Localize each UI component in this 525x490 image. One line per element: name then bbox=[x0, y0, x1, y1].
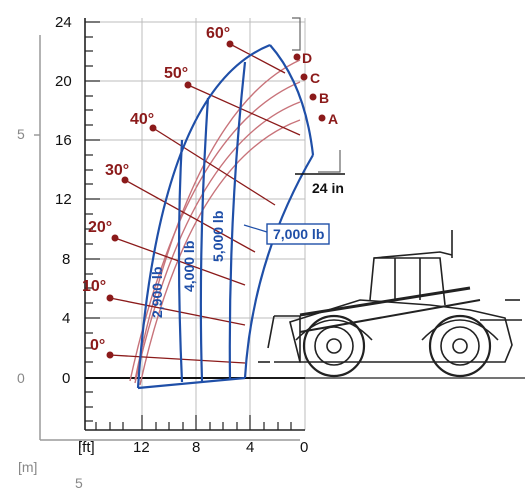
y-tick-4: 4 bbox=[62, 310, 70, 327]
angle-label-60: 60° bbox=[206, 25, 230, 42]
load-7000-box bbox=[266, 223, 330, 245]
x-unit-label: [ft] bbox=[78, 439, 95, 456]
x-tick-12: 12 bbox=[133, 439, 150, 456]
load-label-2900: 2,900 lb bbox=[149, 267, 165, 318]
load-label-5000: 5,000 lb bbox=[210, 211, 226, 262]
x-tick-8: 8 bbox=[192, 439, 200, 456]
angle-label-50: 50° bbox=[164, 65, 188, 82]
x-tick-0: 0 bbox=[300, 439, 308, 456]
angle-rays bbox=[109, 43, 301, 364]
y-tick-12: 12 bbox=[55, 191, 72, 208]
y-tick-16: 16 bbox=[55, 132, 72, 149]
x-minor-ticks bbox=[95, 415, 292, 430]
x-tick-4: 4 bbox=[246, 439, 254, 456]
y-minor-ticks bbox=[85, 21, 100, 422]
y-tick-8: 8 bbox=[62, 251, 70, 268]
metric-axis bbox=[34, 35, 300, 448]
fork-point-A: A bbox=[328, 111, 338, 127]
y-tick-0: 0 bbox=[62, 370, 70, 387]
load-7000-leader bbox=[243, 224, 268, 233]
load-label-4000: 4,000 lb bbox=[181, 241, 197, 292]
metric-y-tick-0: 0 bbox=[17, 370, 25, 386]
angle-ray-dots bbox=[106, 40, 234, 359]
metric-x-tick-5: 5 bbox=[75, 475, 83, 490]
angle-label-40: 40° bbox=[130, 111, 154, 128]
load-label-7000: 7,000 lb bbox=[273, 226, 324, 242]
telehandler-illustration bbox=[250, 230, 525, 379]
fork-offset-label: 24 in bbox=[312, 180, 344, 196]
main-axes bbox=[84, 18, 305, 431]
fork-point-dots bbox=[293, 53, 326, 122]
y-tick-24: 24 bbox=[55, 14, 72, 31]
angle-label-20: 20° bbox=[88, 219, 112, 236]
y-tick-20: 20 bbox=[55, 73, 72, 90]
metric-y-tick-5: 5 bbox=[17, 126, 25, 142]
angle-label-10: 10° bbox=[82, 278, 106, 295]
fork-point-B: B bbox=[319, 90, 329, 106]
angle-label-30: 30° bbox=[105, 162, 129, 179]
fork-carriage-outline bbox=[292, 17, 341, 173]
fork-point-D: D bbox=[302, 50, 312, 66]
load-envelope bbox=[136, 43, 315, 390]
metric-unit-label: [m] bbox=[18, 459, 37, 475]
angle-label-0: 0° bbox=[90, 337, 105, 354]
fork-point-C: C bbox=[310, 70, 320, 86]
